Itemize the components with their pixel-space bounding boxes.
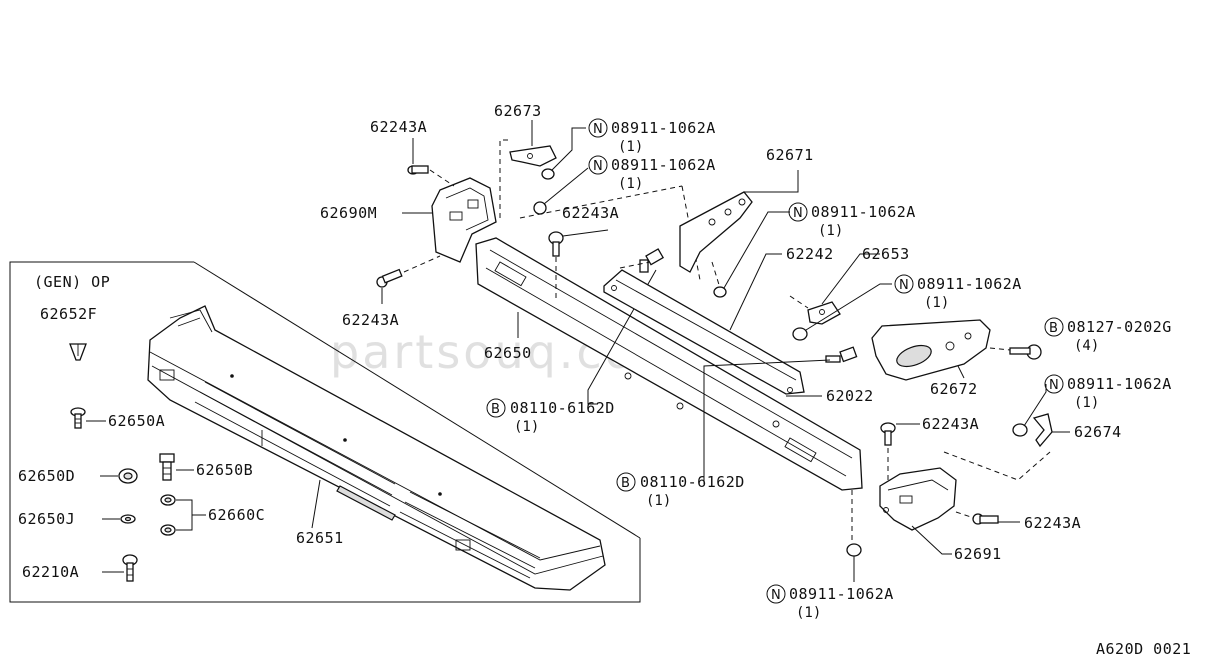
label-n5-code: 08911-1062A (1067, 375, 1172, 393)
bolt-08110-upper[interactable] (639, 248, 665, 273)
clip-62652F[interactable] (69, 343, 87, 361)
washer-62650J[interactable] (120, 514, 136, 524)
clip-62674[interactable] (1032, 413, 1053, 448)
nut-N-6[interactable] (846, 543, 862, 557)
label-62210A: 62210A (22, 563, 79, 581)
nut-N-1[interactable] (541, 168, 555, 180)
label-b3-qty: (1) (646, 493, 671, 509)
label-62672: 62672 (930, 380, 978, 398)
label-62674: 62674 (1074, 423, 1122, 441)
label-62671: 62671 (766, 146, 814, 164)
label-62650: 62650 (484, 344, 532, 362)
bumper-fascia-62651[interactable] (147, 305, 606, 591)
label-n5-qty: (1) (1074, 395, 1099, 411)
label-b2-code: 08110-6162D (510, 399, 615, 417)
label-62653: 62653 (862, 245, 910, 263)
prefix-n-6: N (771, 588, 781, 603)
label-62243A-3: 62243A (342, 311, 399, 329)
bolt-62243A-upper[interactable] (407, 165, 429, 175)
label-62243A-1: 62243A (370, 118, 427, 136)
label-n4-code: 08911-1062A (917, 275, 1022, 293)
bolt-62650B[interactable] (159, 453, 175, 481)
label-b1-qty: (4) (1074, 338, 1099, 354)
prefix-n-2: N (593, 159, 603, 174)
label-n2-code: 08911-1062A (611, 156, 716, 174)
side-bracket-62691[interactable] (879, 467, 957, 531)
label-b3-code: 08110-6162D (640, 473, 745, 491)
label-62652F: 62652F (40, 305, 97, 323)
label-62243A-4: 62243A (922, 415, 979, 433)
label-n2-qty: (1) (618, 176, 643, 192)
label-62650J: 62650J (18, 510, 75, 528)
bolt-62650A[interactable] (70, 407, 86, 429)
prefix-n-5: N (1049, 378, 1059, 393)
nut-N-4[interactable] (792, 327, 808, 341)
label-n4-qty: (1) (924, 295, 949, 311)
screw-62210A[interactable] (122, 554, 138, 582)
bolt-08110-lower[interactable] (825, 346, 858, 363)
side-bracket-62690M[interactable] (431, 177, 497, 263)
label-62650D: 62650D (18, 467, 75, 485)
reinforcement-62650[interactable] (475, 237, 863, 491)
bolt-62243A-right-lower[interactable] (972, 513, 999, 525)
nut-N-5[interactable] (1012, 423, 1028, 437)
side-bracket-62672[interactable] (871, 319, 991, 381)
label-b2-qty: (1) (514, 419, 539, 435)
label-62690M: 62690M (320, 204, 377, 222)
prefix-n-3: N (793, 206, 803, 221)
label-n3-code: 08911-1062A (811, 203, 916, 221)
nut-62650D[interactable] (118, 468, 138, 484)
bracket-62653[interactable] (807, 301, 841, 325)
label-62673: 62673 (494, 102, 542, 120)
label-n1-code: 08911-1062A (611, 119, 716, 137)
label-n6-qty: (1) (796, 605, 821, 621)
nut-N-3[interactable] (713, 286, 727, 298)
label-62650A: 62650A (108, 412, 165, 430)
bolt-62243A-lower[interactable] (376, 268, 403, 288)
label-62660C: 62660C (208, 506, 265, 524)
prefix-b-3: B (621, 476, 630, 491)
prefix-b-2: B (491, 402, 500, 417)
label-n1-qty: (1) (618, 139, 643, 155)
label-n3-qty: (1) (818, 223, 843, 239)
inset-frame (9, 261, 641, 603)
label-62243A-2: 62243A (562, 204, 619, 222)
label-62651: 62651 (296, 529, 344, 547)
bracket-62673[interactable] (509, 145, 557, 167)
label-62022: 62022 (826, 387, 874, 405)
prefix-b-1: B (1049, 321, 1058, 336)
label-b1-code: 08127-0202G (1067, 318, 1172, 336)
bolt-62243A-right[interactable] (880, 422, 896, 446)
prefix-n-4: N (899, 278, 909, 293)
prefix-n-1: N (593, 122, 603, 137)
bolt-62243A-mid[interactable] (548, 231, 564, 257)
bracket-62671[interactable] (679, 191, 753, 273)
bolt-08127[interactable] (1009, 344, 1042, 360)
label-62650B: 62650B (196, 461, 253, 479)
diagram-code: A620D 0021 (1096, 640, 1191, 658)
label-62242: 62242 (786, 245, 834, 263)
label-62691: 62691 (954, 545, 1002, 563)
label-n6-code: 08911-1062A (789, 585, 894, 603)
grommets-62660C[interactable] (160, 494, 176, 536)
inset-title: (GEN) OP (34, 273, 110, 291)
label-62243A-5: 62243A (1024, 514, 1081, 532)
